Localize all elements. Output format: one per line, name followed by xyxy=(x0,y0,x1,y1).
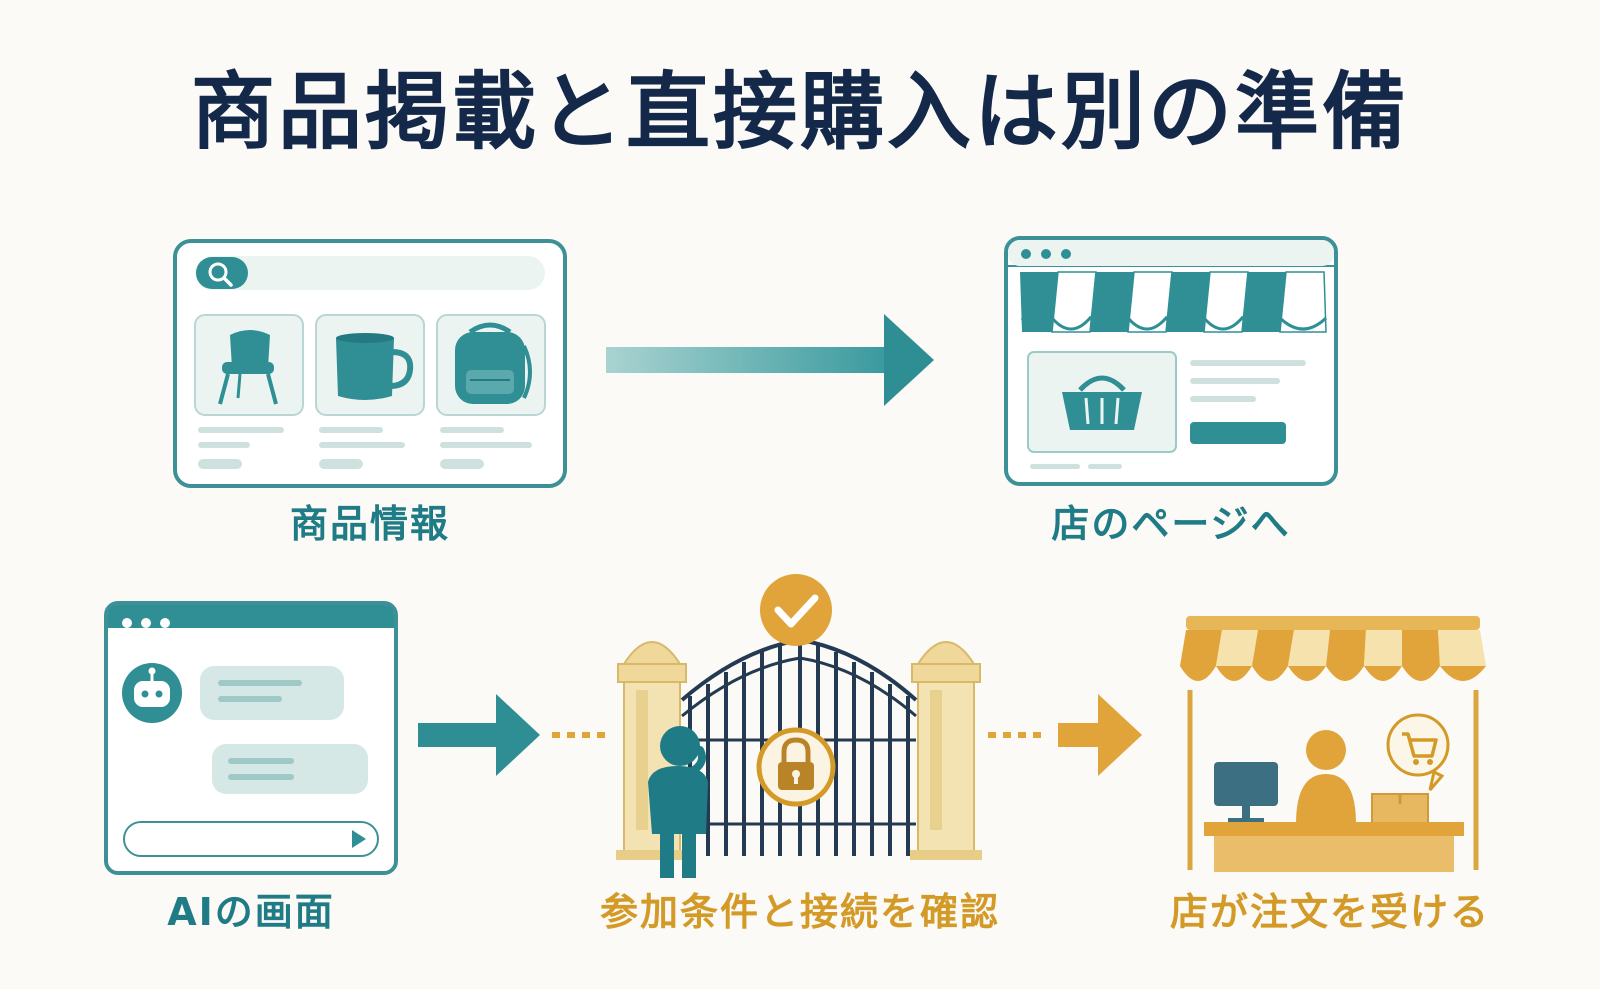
product-card-mug xyxy=(315,314,425,469)
arrow-bottom-right xyxy=(988,694,1142,776)
check-icon xyxy=(760,574,832,646)
stall-awning xyxy=(1180,630,1486,681)
chat-bubble-bot xyxy=(200,666,344,720)
label-store-page: 店のページへ xyxy=(1051,502,1291,546)
product-card-backpack xyxy=(436,314,546,469)
label-verify: 参加条件と接続を確認 xyxy=(599,890,1000,934)
label-ai-screen: AIの画面 xyxy=(167,890,335,934)
send-icon[interactable] xyxy=(352,830,366,848)
chat-input[interactable] xyxy=(123,821,379,857)
chat-bubble-user xyxy=(212,744,368,794)
label-product-info: 商品情報 xyxy=(289,502,450,546)
person-icon xyxy=(648,726,708,878)
label-store-order: 店が注文を受ける xyxy=(1169,890,1490,934)
product-listing-window xyxy=(173,239,567,488)
product-card-chair xyxy=(194,314,304,469)
search-icon xyxy=(208,262,233,287)
mug-icon xyxy=(336,333,414,400)
page-title: 商品掲載と直接購入は別の準備 xyxy=(190,63,1409,161)
chair-icon xyxy=(218,330,278,405)
backpack-icon xyxy=(455,322,532,404)
store-page-window xyxy=(1004,236,1338,486)
store-stall xyxy=(1180,616,1486,872)
cart-icon xyxy=(1386,713,1450,791)
arrow-top xyxy=(606,314,934,406)
store-awning xyxy=(1020,271,1328,333)
basket-icon xyxy=(1062,375,1142,430)
search-bar xyxy=(195,256,545,290)
robot-icon xyxy=(122,663,182,723)
gate-illustration xyxy=(616,574,982,878)
arrow-bottom-left xyxy=(418,694,610,776)
ai-chat-window xyxy=(104,601,398,875)
lock-icon xyxy=(756,727,836,807)
